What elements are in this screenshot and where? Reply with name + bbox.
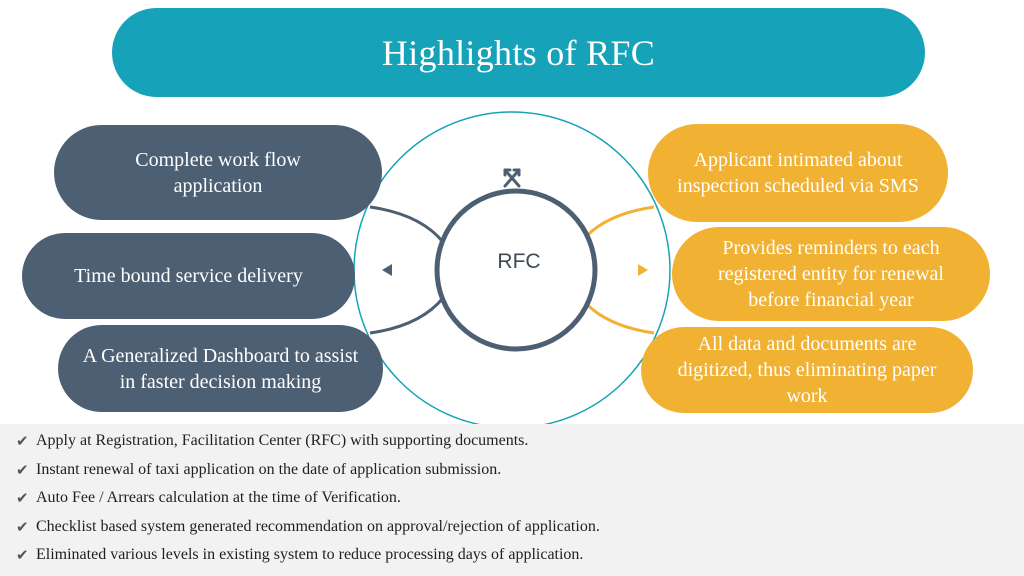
list-item: ✔ Instant renewal of taxi application on… (16, 458, 501, 482)
bullet-text: Instant renewal of taxi application on t… (36, 461, 502, 478)
inner-ring (434, 188, 598, 352)
left-connector-bottom (369, 297, 445, 335)
right-pill-sms: Applicant intimated about inspection sch… (648, 124, 948, 222)
hub-diagram (353, 111, 671, 424)
right-pill-text: Provides reminders to each registered en… (717, 237, 944, 311)
list-item: ✔ Apply at Registration, Facilitation Ce… (16, 429, 528, 453)
list-item: ✔ Auto Fee / Arrears calculation at the … (16, 486, 401, 510)
page-title: Highlights of RFC (381, 32, 656, 73)
right-pill-text: Applicant intimated about inspection sch… (677, 149, 919, 197)
triangle-left-icon (382, 264, 392, 276)
checkmark-icon: ✔ (16, 518, 29, 536)
right-pill-reminders: Provides reminders to each registered en… (672, 227, 990, 321)
bullet-text: Auto Fee / Arrears calculation at the ti… (36, 489, 401, 506)
checkmark-icon: ✔ (16, 546, 29, 564)
left-pill-timebound: Time bound service delivery (22, 233, 355, 319)
title-banner: Highlights of RFC (112, 8, 925, 97)
checkmark-icon: ✔ (16, 432, 29, 450)
left-pill-text: Time bound service delivery (74, 265, 303, 287)
right-pill-text: All data and documents are digitized, th… (677, 333, 937, 407)
right-connector-bottom (579, 297, 655, 335)
bullet-text: Apply at Registration, Facilitation Cent… (36, 432, 529, 449)
left-connector-top (369, 205, 445, 243)
left-pill-dashboard: A Generalized Dashboard to assist in fas… (58, 325, 383, 412)
checkmark-icon: ✔ (16, 461, 29, 479)
center-label: RFC (497, 250, 541, 273)
triangle-right-icon (638, 264, 648, 276)
left-pill-text: Complete work flow application (135, 148, 301, 197)
left-pill-workflow: Complete work flow application (54, 125, 382, 220)
bullet-text: Checklist based system generated recomme… (36, 518, 600, 535)
left-pill-text: A Generalized Dashboard to assist in fas… (82, 344, 359, 393)
bullet-text: Eliminated various levels in existing sy… (36, 546, 584, 563)
checkmark-icon: ✔ (16, 489, 29, 507)
right-pill-digitized: All data and documents are digitized, th… (641, 327, 973, 413)
right-connector-top (579, 205, 655, 243)
arrows-merge-icon (503, 168, 521, 188)
bullet-list: ✔ Apply at Registration, Facilitation Ce… (0, 424, 1024, 576)
list-item: ✔ Checklist based system generated recom… (16, 515, 600, 539)
list-item: ✔ Eliminated various levels in existing … (16, 543, 583, 567)
